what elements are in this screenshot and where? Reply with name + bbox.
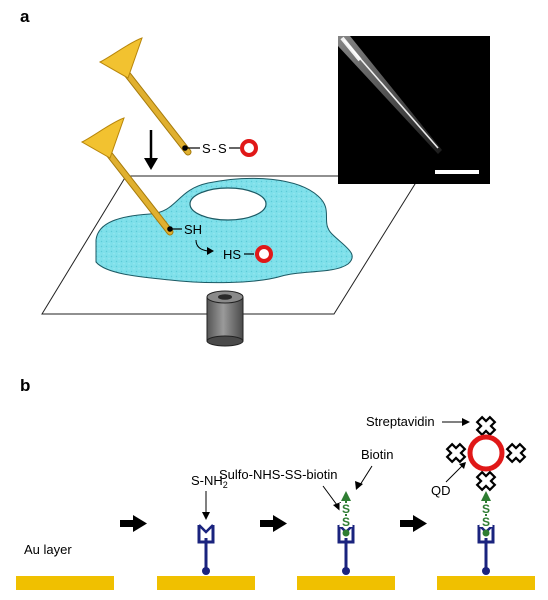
cell-nucleus	[189, 187, 267, 221]
disulfide-s1: S	[202, 141, 211, 156]
streptavidin-bottom	[475, 470, 497, 492]
streptavidin-arrow	[442, 418, 470, 426]
linker-3	[337, 524, 355, 575]
gold-layer-1	[16, 576, 114, 590]
amine-label-subscript: 2	[223, 480, 228, 490]
insert-arrow	[144, 130, 158, 170]
amine-label-base: S-NH	[191, 473, 223, 488]
biotin-label: Biotin	[361, 447, 394, 462]
amine-label: S-NH2	[191, 473, 228, 490]
panel-a-label: a	[20, 7, 30, 26]
amine-label-arrow	[202, 491, 210, 520]
disulfide-dash: -	[212, 141, 216, 156]
step-arrow-1	[120, 515, 147, 532]
thiol-tip: SH	[167, 222, 202, 237]
streptavidin-top	[475, 415, 497, 437]
objective-lens	[206, 290, 244, 347]
step-arrow-3	[400, 515, 427, 532]
streptavidin-right	[505, 442, 527, 464]
quantum-dot-ring	[467, 434, 505, 472]
cargo-ring-released	[255, 245, 273, 263]
qd-arrow	[445, 462, 466, 483]
s-label-4a: S	[482, 502, 490, 516]
gold-layer-3	[297, 576, 395, 590]
qd-label: QD	[431, 483, 451, 498]
disulfide-s2: S	[218, 141, 227, 156]
disulfide-linker: S - S	[182, 139, 258, 157]
s-label-3b: S	[342, 515, 350, 529]
au-layer-label: Au layer	[24, 542, 72, 557]
cell	[95, 177, 353, 284]
streptavidin-left	[445, 442, 467, 464]
gold-layer-4	[437, 576, 535, 590]
thiol-sh-label: SH	[184, 222, 202, 237]
probe-upper	[98, 37, 192, 156]
s-label-4b: S	[482, 515, 490, 529]
released-cargo: HS	[195, 239, 273, 263]
step-arrow-2	[260, 515, 287, 532]
biotin-stack-3: S S	[339, 491, 353, 537]
biotin-arrow	[355, 465, 373, 490]
sulfo-arrow	[322, 485, 341, 511]
panel-b-label: b	[20, 376, 30, 395]
s-label-3a: S	[342, 502, 350, 516]
sulfo-label: Sulfo-NHS-SS-biotin	[219, 467, 338, 482]
streptavidin-label: Streptavidin	[366, 414, 435, 429]
scale-bar	[435, 170, 479, 174]
thiol-hs-label: HS	[223, 247, 241, 262]
gold-layer-2	[157, 576, 255, 590]
probe-lower	[80, 117, 174, 236]
biotin-stack-4: S S	[479, 491, 493, 537]
linker-2	[197, 524, 215, 575]
fluorescence-inset	[338, 36, 490, 184]
cargo-ring-upper	[240, 139, 258, 157]
